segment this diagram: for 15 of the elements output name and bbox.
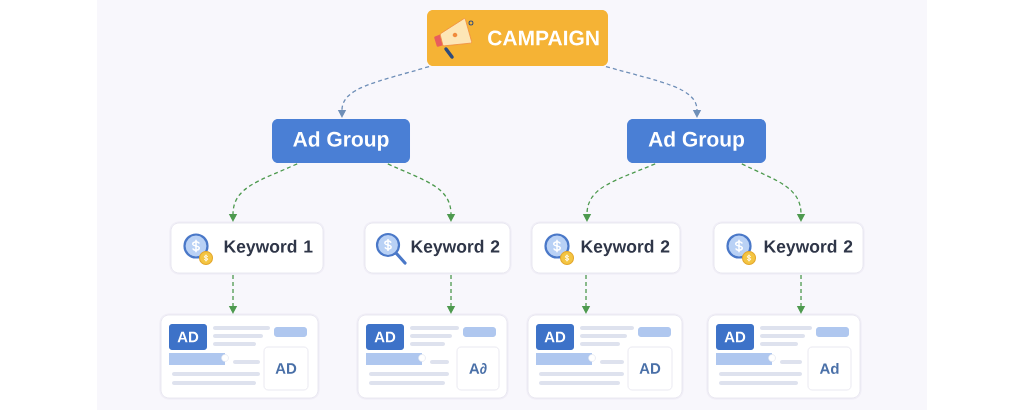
root-box: CAMPAIGN: [427, 10, 608, 66]
group-box: Ad Group: [627, 119, 766, 163]
ad-badge: AD: [716, 324, 754, 350]
ad-thumbnail: AD: [263, 346, 309, 391]
ad-badge: AD: [536, 324, 574, 350]
keyword-box: Keyword 2: [363, 221, 512, 275]
group-box: Ad Group: [272, 119, 410, 163]
ad-badge: AD: [366, 324, 404, 350]
keyword-box: Keyword 2: [530, 221, 682, 275]
ad-thumbnail: A∂: [456, 346, 500, 391]
keyword-box: Keyword 2: [712, 221, 865, 275]
keyword-box: Keyword 1: [169, 221, 325, 275]
ad-thumbnail: Ad: [807, 346, 852, 391]
ad-badge: AD: [169, 324, 207, 350]
ad-thumbnail: AD: [627, 346, 673, 391]
